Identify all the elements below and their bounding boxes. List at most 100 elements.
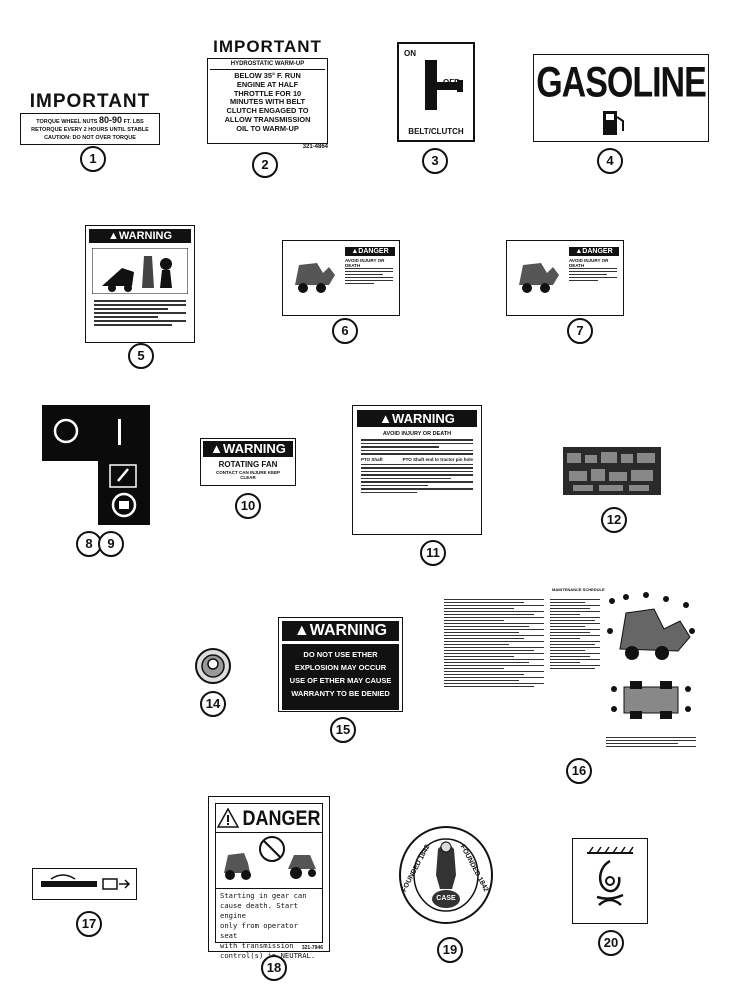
- decal-18-part-number: 321-7946: [301, 945, 323, 951]
- decal-10-sub: CONTACT CAN INJURE KEEP CLEAR: [216, 470, 280, 480]
- decal-5: ▲WARNING: [85, 225, 195, 343]
- decal-2-body-1: ENGINE AT HALF: [236, 79, 299, 89]
- decal-11-text-lines-top: [353, 439, 481, 455]
- decal-19-logo: CASE: [436, 895, 456, 902]
- decal-11-sub: AVOID INJURY OR DEATH: [382, 431, 452, 437]
- callout-9: 9: [98, 531, 124, 557]
- callout-7: 7: [567, 318, 593, 344]
- callout-3: 3: [422, 148, 448, 174]
- callout-4: 4: [597, 148, 623, 174]
- decal-1-panel: TORQUE WHEEL NUTS 80-90 FT. LBS RETORQUE…: [20, 113, 160, 145]
- decal-15-line-3: WARRANTY TO BE DENIED: [291, 689, 390, 698]
- decal-18-body-2: only from operator seat: [220, 921, 298, 940]
- callout-17: 17: [76, 911, 102, 937]
- decal-5-text-lines: [94, 298, 186, 328]
- case-eagle-emblem: [399, 826, 493, 924]
- decal-7: ▲DANGER AVOID INJURY OR DEATH: [506, 240, 624, 316]
- decal-8-9: [42, 405, 150, 525]
- decal-1-line2: RETORQUE EVERY 2 HOURS UNTIL STABLE: [31, 127, 149, 133]
- skid-steer-icon: [519, 263, 559, 293]
- decal-6-text-lines: [345, 266, 393, 286]
- decal-2-body-5: ALLOW TRANSMISSION: [224, 114, 311, 124]
- run-over-hazard-icon: [224, 836, 316, 880]
- lever-icon: [425, 60, 463, 110]
- decal-10-header: ▲WARNING: [203, 441, 293, 457]
- callout-19: 19: [437, 937, 463, 963]
- callout-2: 2: [252, 152, 278, 178]
- callout-18: 18: [261, 955, 287, 981]
- decal-6-header: ▲DANGER: [345, 247, 395, 256]
- decal-5-header: ▲WARNING: [89, 229, 191, 243]
- decal-7-header: ▲DANGER: [569, 247, 619, 256]
- decal-20: [572, 838, 648, 924]
- decal-18-body-1: cause death. Start engine: [220, 901, 298, 920]
- decal-6-sub: AVOID INJURY OR DEATH: [345, 258, 385, 268]
- callout-10: 10: [235, 493, 261, 519]
- decal-18-header-text: DANGER: [242, 805, 321, 830]
- callout-15: 15: [330, 717, 356, 743]
- decal-10-header-text: WARNING: [223, 441, 286, 456]
- decal-7-text-lines: [569, 266, 617, 283]
- decal-16: MAINTENANCE SCHEDULE: [440, 585, 698, 757]
- decal-18-body: Starting in gear can cause death. Start …: [216, 888, 322, 963]
- decal-18: DANGER Starting in gear can cause death.…: [208, 796, 330, 960]
- decal-2-body-4: CLUTCH ENGAGED TO: [226, 106, 309, 116]
- decal-1-torque-value: 80-90: [99, 115, 123, 125]
- decal-15-line-1: EXPLOSION MAY OCCUR: [294, 663, 387, 672]
- decal-2-body-3: MINUTES WITH BELT: [230, 97, 305, 107]
- decal-10-title: ROTATING FAN: [218, 460, 278, 469]
- callout-11: 11: [420, 540, 446, 566]
- decal-3: ON OFF BELT/CLUTCH: [397, 42, 475, 142]
- decal-11-col2: PTO Shaft end to tractor pin hole: [402, 456, 473, 462]
- decal-15-line-0: DO NOT USE ETHER: [303, 650, 378, 659]
- decal-11-header: ▲WARNING: [357, 410, 477, 427]
- decal-18-inner: DANGER Starting in gear can cause death.…: [215, 803, 323, 960]
- decal-2-body-6: OIL TO WARM-UP: [236, 123, 299, 133]
- decal-2-part-number: 321-4864: [302, 144, 328, 150]
- decal-15-header-text: WARNING: [309, 622, 388, 639]
- decal-16-list-left: [444, 597, 544, 689]
- decal-17: [32, 868, 137, 900]
- decal-15: ▲WARNING DO NOT USE ETHER EXPLOSION MAY …: [278, 617, 403, 712]
- decal-2-body-0: BELOW 35° F. RUN: [234, 71, 301, 80]
- decal-11-text-lines-bottom: [353, 463, 481, 493]
- callout-6: 6: [332, 318, 358, 344]
- decal-16-footer-lines: [606, 735, 696, 749]
- decal-6-header-text: DANGER: [358, 248, 389, 255]
- lift-point-icon: [587, 846, 634, 906]
- callout-12: 12: [601, 507, 627, 533]
- decal-1-line1-prefix: TORQUE WHEEL NUTS: [36, 119, 98, 125]
- crush-hazard-icon: [92, 248, 188, 294]
- decal-7-header-text: DANGER: [582, 248, 613, 255]
- decal-1-heading: IMPORTANT: [29, 91, 151, 112]
- nameplate-pattern: [563, 447, 661, 495]
- decal-2: IMPORTANT HYDROSTATIC WARM-UP BELOW 35° …: [205, 38, 330, 150]
- decal-6: ▲DANGER AVOID INJURY OR DEATH: [282, 240, 400, 316]
- decal-5-header-text: WARNING: [118, 230, 173, 242]
- decal-18-body-3: with transmission: [220, 941, 294, 950]
- callout-5: 5: [128, 343, 154, 369]
- throttle-icon: [41, 874, 131, 890]
- decal-4: GASOLINE: [533, 54, 709, 142]
- decal-19: FOUNDED 1842 FOUNDED 1842 CASE: [398, 825, 494, 925]
- decal-3-on: ON: [404, 49, 416, 58]
- decal-1-line1-suffix: FT. LBS: [123, 119, 144, 125]
- decal-16-list-right: [550, 597, 600, 671]
- decal-2-title: HYDROSTATIC WARM-UP: [210, 61, 325, 70]
- decal-11-col1: PTO Shaft: [361, 456, 383, 462]
- decal-15-panel: DO NOT USE ETHER EXPLOSION MAY OCCUR USE…: [282, 644, 399, 710]
- callout-1: 1: [80, 146, 106, 172]
- decal-18-header: DANGER: [216, 804, 322, 833]
- skid-steer-icon: [295, 263, 335, 293]
- decal-4-word: GASOLINE: [536, 59, 707, 107]
- decal-15-header: ▲WARNING: [282, 621, 399, 641]
- grommet-icon: [195, 648, 231, 684]
- decal-3-caption: BELT/CLUTCH: [408, 127, 464, 136]
- decal-11: ▲WARNING AVOID INJURY OR DEATH PTO Shaft…: [352, 405, 482, 535]
- control-panel-icon: [42, 405, 150, 525]
- fuel-pump-icon: [603, 111, 624, 135]
- decal-11-header-text: WARNING: [392, 411, 455, 426]
- warning-triangle-icon: [217, 808, 240, 828]
- callout-20: 20: [598, 930, 624, 956]
- decal-7-sub: AVOID INJURY OR DEATH: [569, 258, 609, 268]
